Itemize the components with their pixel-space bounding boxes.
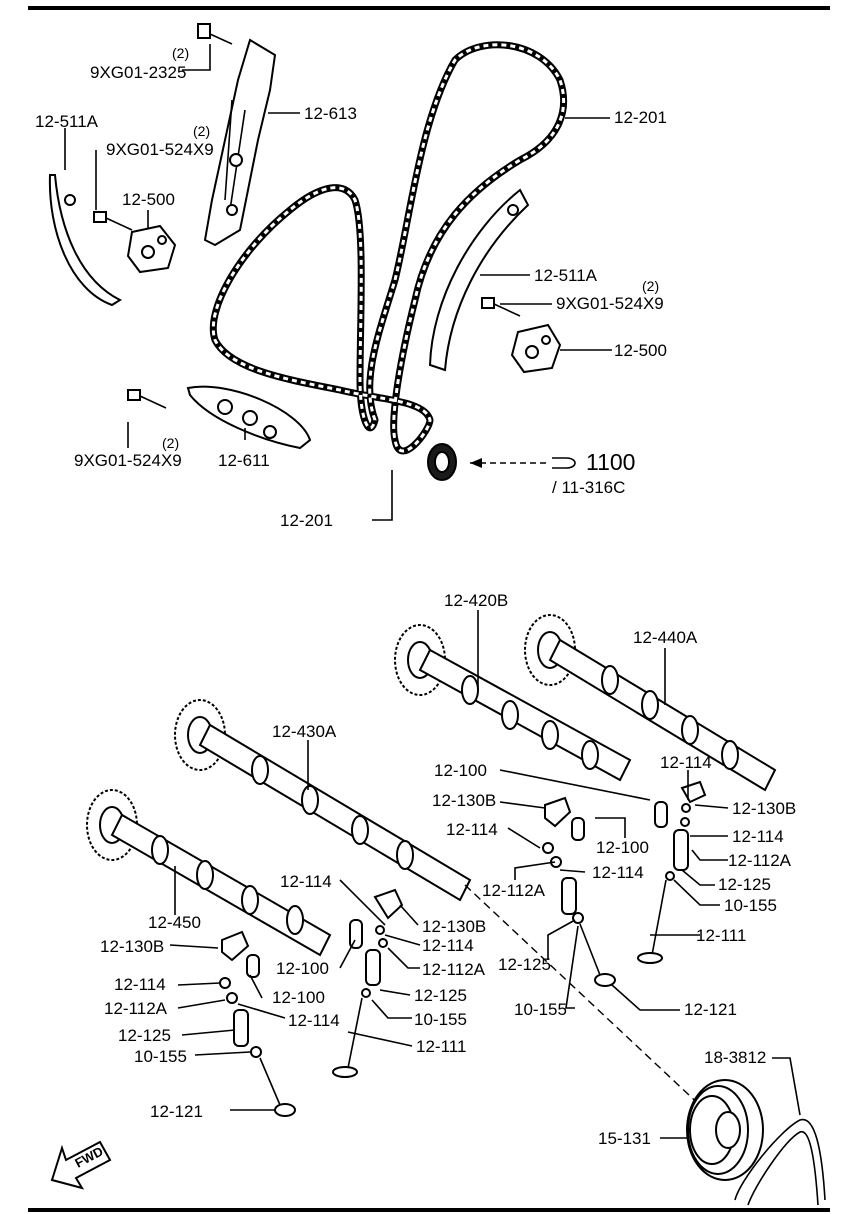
bolt-2325 <box>197 23 233 45</box>
bolt-524x9-bottom <box>127 389 167 409</box>
tensioner-500-right <box>510 323 562 374</box>
valve-train-center <box>542 796 616 987</box>
chain-guide-511a-right <box>428 188 530 372</box>
label-guide-613: 12-613 <box>304 104 357 123</box>
chain-guide-511a-left <box>48 174 123 307</box>
label-r-130b-a: 12-130B <box>432 791 496 810</box>
crank-pulley-131 <box>686 1079 764 1181</box>
label-cam-430a: 12-430A <box>272 722 337 741</box>
reference-1100 <box>470 457 576 469</box>
label-guide-511a-left: 12-511A <box>35 112 99 131</box>
forward-arrow-icon: FWD <box>50 1140 112 1190</box>
label-r-114-d: 12-114 <box>592 863 644 882</box>
label-r-155-d: 10-155 <box>134 1047 187 1066</box>
label-tensioner-500-left: 12-500 <box>122 190 175 209</box>
chain-guide-611 <box>186 385 312 450</box>
bolt-524x9-top <box>93 211 133 231</box>
label-r-112a-d: 12-112A <box>104 999 168 1018</box>
label-r-114-f: 12-114 <box>422 936 474 955</box>
camshaft-430a <box>174 699 472 902</box>
label-cam-450: 12-450 <box>148 913 201 932</box>
bolt-524x9-right <box>481 297 521 317</box>
label-cam-420b: 12-420B <box>444 591 508 610</box>
label-r-155-b: 10-155 <box>414 1010 467 1029</box>
label-r-112a-c: 12-112A <box>422 960 486 979</box>
label-pulley-3812: 18-3812 <box>704 1048 766 1067</box>
label-r-114-e: 12-114 <box>280 872 332 891</box>
label-r-155-c: 10-155 <box>514 1000 567 1019</box>
label-bolt-524x9-right-qty: (2) <box>642 278 659 294</box>
leader-lines <box>64 44 801 1139</box>
label-r-100-b: 12-100 <box>596 838 649 857</box>
label-r-125-a: 12-125 <box>718 875 771 894</box>
camshaft-420b <box>394 624 632 782</box>
chain-guide-613 <box>203 38 277 247</box>
label-r-121-b: 12-121 <box>150 1102 203 1121</box>
label-r-114-c: 12-114 <box>732 827 784 846</box>
label-tensioner-500-right: 12-500 <box>614 341 667 360</box>
label-cam-440a: 12-440A <box>633 628 698 647</box>
label-r-100-d: 12-100 <box>272 988 325 1007</box>
label-bolt-524x9-bottom: 9XG01-524X9 <box>74 451 182 470</box>
camshaft-450 <box>86 789 332 957</box>
label-r-100-a: 12-100 <box>434 761 487 780</box>
label-r-112a-a: 12-112A <box>728 851 792 870</box>
label-r-125-d: 12-125 <box>118 1026 171 1045</box>
crank-sprocket <box>427 443 457 481</box>
label-r-112a-b: 12-112A <box>482 881 546 900</box>
valve-train-right <box>637 780 707 964</box>
label-r-130b-c: 12-130B <box>422 917 486 936</box>
label-r-114-h: 12-114 <box>288 1011 340 1030</box>
label-bolt-2325-qty: (2) <box>172 45 189 61</box>
label-guide-511a-right: 12-511A <box>534 266 598 285</box>
label-r-155-a: 10-155 <box>724 896 777 915</box>
label-ref-11316c: / 11-316C <box>552 478 625 497</box>
timing-chain <box>209 41 568 455</box>
label-r-111-b: 12-111 <box>416 1037 466 1056</box>
label-chain-201-bottom: 12-201 <box>280 511 333 530</box>
label-r-121-a: 12-121 <box>684 1000 737 1019</box>
part-labels: (2) 9XG01-2325 12-613 12-511A (2) 9XG01-… <box>35 45 796 1148</box>
label-r-125-b: 12-125 <box>414 986 467 1005</box>
label-r-130b-d: 12-130B <box>100 937 164 956</box>
pulley-reference-line <box>464 884 706 1111</box>
drive-belt-3812 <box>734 1118 826 1206</box>
label-r-114-b: 12-114 <box>446 820 498 839</box>
valve-train-left <box>219 930 296 1117</box>
label-bolt-2325: 9XG01-2325 <box>90 63 186 82</box>
label-r-114-g: 12-114 <box>114 975 166 994</box>
label-r-130b-b: 12-130B <box>732 799 796 818</box>
tensioner-500-left <box>126 224 177 274</box>
label-bolt-524x9-top-qty: (2) <box>193 123 210 139</box>
label-r-125-c: 12-125 <box>498 955 551 974</box>
label-bolt-524x9-right: 9XG01-524X9 <box>556 294 664 313</box>
label-bolt-524x9-bottom-qty: (2) <box>162 435 179 451</box>
label-guide-611: 12-611 <box>218 451 270 470</box>
label-bolt-524x9-top: 9XG01-524X9 <box>106 140 214 159</box>
label-r-114-a: 12-114 <box>660 753 712 772</box>
camshaft-440a <box>524 614 777 792</box>
label-ref-1100: 1100 <box>586 449 635 475</box>
label-r-100-c: 12-100 <box>276 959 329 978</box>
label-chain-201-top: 12-201 <box>614 108 667 127</box>
label-r-111-a: 12-111 <box>696 926 746 945</box>
valve-train-mid <box>332 888 404 1078</box>
label-pulley-131: 15-131 <box>598 1129 651 1148</box>
